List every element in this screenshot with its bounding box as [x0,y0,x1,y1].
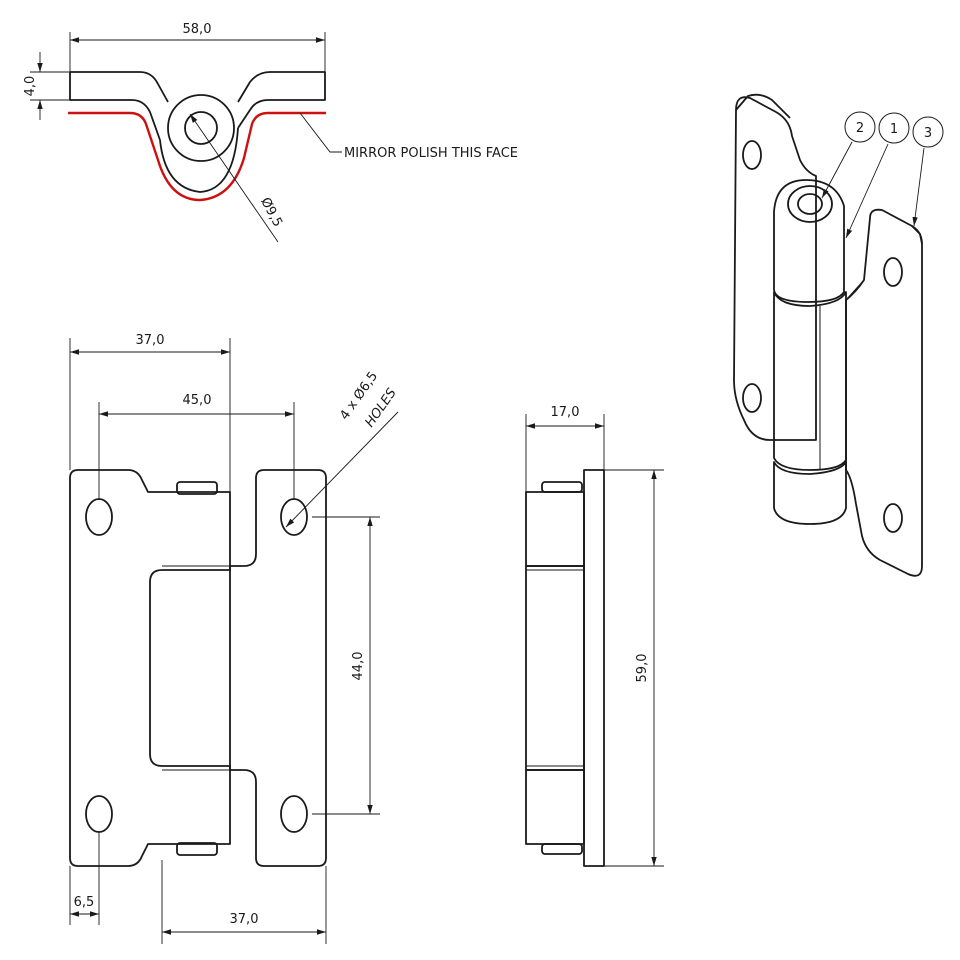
mirror-polish-note: MIRROR POLISH THIS FACE [344,146,518,161]
iso-hole-left-bottom [742,383,762,413]
iso-knuckle-top [773,179,845,303]
balloon-1 [878,112,910,144]
iso-hole-right-top [883,257,903,287]
thickness-dimension: 4,0 [23,76,38,97]
front-pin-top [176,481,218,495]
iso-knuckle-bottom [773,461,847,525]
front-pin-bottom [176,842,218,856]
front-top-width-dimension: 37,0 [136,333,165,348]
iso-left-leaf [733,96,817,441]
top-width-dimension: 58,0 [183,22,212,37]
iso-pin-head [787,185,833,223]
side-knuckle-top [525,491,585,567]
side-view: 17,0 59,0 [525,405,664,867]
front-hole-top-right [280,498,308,536]
vertical-hole-spacing-dimension: 44,0 [351,652,366,681]
side-height-dimension: 59,0 [635,654,650,683]
balloon-2-label: 2 [856,121,864,136]
hole-spacing-dimension: 45,0 [183,393,212,408]
front-view: 37,0 45,0 4 x Ø6,5 HOLES 44,0 6,5 37,0 [69,333,400,944]
top-view-pin [184,111,218,145]
iso-hole-left-top [742,140,762,170]
balloon-3 [912,116,944,148]
front-hole-bottom-right [280,795,308,833]
front-hole-top-left [85,498,113,536]
top-view-leaf-profile [69,71,326,141]
side-leaf [583,469,605,867]
top-view-knuckle-outer [159,127,239,193]
balloon-3-label: 3 [924,126,932,141]
front-left-leaf [69,469,231,867]
top-view-knuckle [167,94,235,162]
front-bottom-width-dimension: 37,0 [230,912,259,927]
isometric-view: 2 1 3 [733,93,944,577]
front-hole-bottom-left [85,795,113,833]
side-knuckle-middle [525,565,585,771]
side-depth-dimension: 17,0 [551,405,580,420]
iso-pin [797,193,823,215]
side-knuckle-bottom [525,769,585,845]
iso-hole-right-bottom [883,503,903,533]
mirror-polish-face [68,111,326,202]
side-pin-bottom [541,843,583,855]
balloon-2 [844,111,876,143]
front-right-leaf [229,469,327,867]
side-pin-top [541,481,583,493]
iso-knuckle-middle [773,291,847,471]
balloon-1-label: 1 [890,122,898,137]
pin-diameter-dimension: Ø9,5 [257,195,285,229]
top-view: 58,0 4,0 Ø9,5 MIRROR POLISH THIS FACE [23,22,518,243]
edge-offset-dimension: 6,5 [74,895,95,910]
